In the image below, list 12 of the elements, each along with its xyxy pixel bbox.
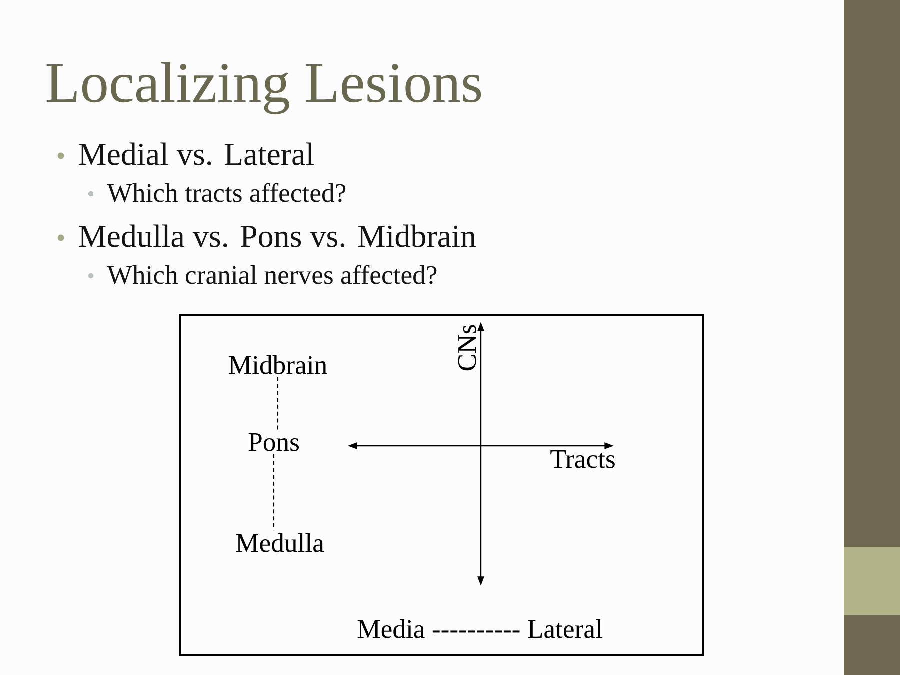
bullet-text: Medial vs. Lateral	[79, 142, 314, 166]
axis-label: CNs	[458, 325, 476, 371]
dashed-line	[277, 377, 279, 431]
level-label: Midbrain	[229, 356, 328, 374]
bullet-text: Medulla vs. Pons vs. Midbrain	[79, 224, 476, 248]
level-label: Medulla	[236, 534, 324, 552]
bullet-text: Which tracts affected?	[107, 183, 346, 202]
axis-label: Tracts	[550, 450, 615, 468]
bullet-text: Which cranial nerves affected?	[107, 265, 437, 284]
slide-title: Localizing Lesions	[46, 62, 482, 114]
level-label: Pons	[248, 434, 299, 452]
axis-end-label: Media ---------- Lateral	[358, 620, 602, 638]
